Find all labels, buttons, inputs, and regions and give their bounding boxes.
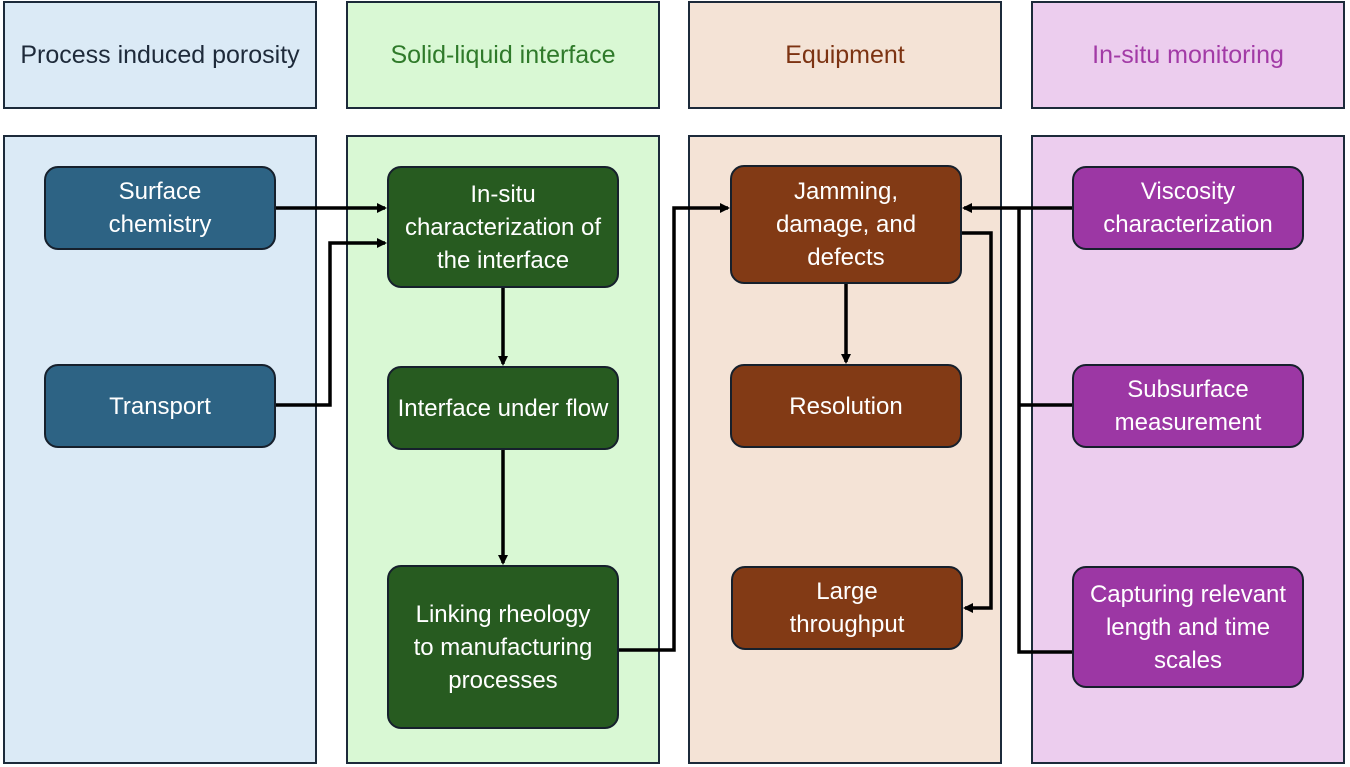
node-capturing: Capturing relevant length and time scale…	[1072, 566, 1304, 688]
node-subsurface-label: Subsurface measurement	[1114, 376, 1262, 436]
node-resolution: Resolution	[730, 364, 962, 448]
node-subsurface: Subsurface measurement	[1072, 364, 1304, 448]
column-header-monitoring: In-situ monitoring	[1031, 1, 1345, 109]
node-insitu-characterization-label: In-situ characterization of the interfac…	[404, 180, 602, 274]
node-interface-under-flow: Interface under flow	[387, 366, 619, 450]
node-large-throughput: Large throughput	[731, 566, 963, 650]
column-header-interface: Solid-liquid interface	[346, 1, 660, 109]
node-jamming-label: Jamming, damage, and defects	[775, 178, 917, 271]
node-linking-rheology-label: Linking rheology to manufacturing proces…	[413, 600, 593, 694]
node-insitu-characterization: In-situ characterization of the interfac…	[387, 166, 619, 288]
node-viscosity: Viscosity characterization	[1072, 166, 1304, 250]
node-capturing-label: Capturing relevant length and time scale…	[1089, 580, 1287, 674]
node-transport-label: Transport	[109, 392, 211, 420]
node-transport: Transport	[44, 364, 276, 448]
node-surface-chemistry-label: Surface chemistry	[108, 178, 212, 238]
node-linking-rheology: Linking rheology to manufacturing proces…	[387, 565, 619, 729]
node-surface-chemistry: Surface chemistry	[44, 166, 276, 250]
column-header-equipment: Equipment	[688, 1, 1002, 109]
node-interface-under-flow-label: Interface under flow	[397, 394, 609, 422]
node-viscosity-label: Viscosity characterization	[1103, 178, 1273, 238]
column-header-porosity: Process induced porosity	[3, 1, 317, 109]
node-jamming: Jamming, damage, and defects	[730, 165, 962, 284]
node-resolution-label: Resolution	[789, 392, 903, 420]
node-large-throughput-label: Large throughput	[789, 578, 905, 638]
